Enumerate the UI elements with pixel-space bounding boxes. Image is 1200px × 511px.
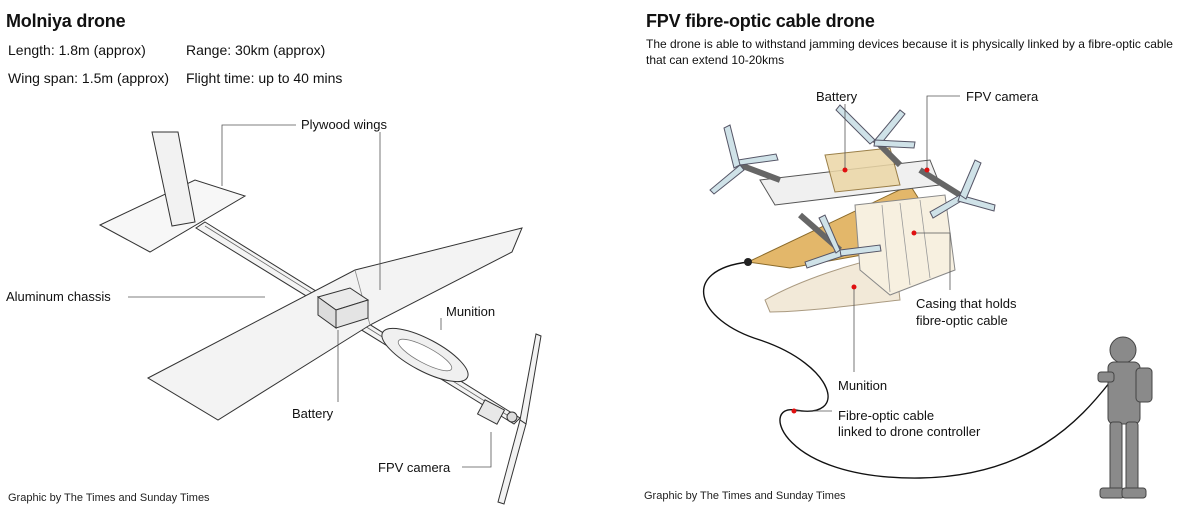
marker-cable xyxy=(791,408,797,414)
label-casing-line2: fibre-optic cable xyxy=(916,313,1008,328)
leader-plywood-wings xyxy=(221,124,296,186)
fpv-credit: Graphic by The Times and Sunday Times xyxy=(644,490,846,502)
tail-fin xyxy=(151,131,196,227)
spec-flight-time: Flight time: up to 40 mins xyxy=(186,70,343,86)
molniya-credit: Graphic by The Times and Sunday Times xyxy=(8,492,210,504)
spec-wingspan: Wing span: 1.5m (approx) xyxy=(8,70,170,86)
marker-battery xyxy=(842,167,848,173)
fpv-camera-lens xyxy=(506,411,518,423)
nose-assembly xyxy=(476,399,506,425)
propeller-blade-top xyxy=(519,333,542,425)
propellers xyxy=(709,104,996,269)
label-plywood-wings: Plywood wings xyxy=(301,117,387,132)
label-fpv-camera: FPV camera xyxy=(378,460,451,475)
label-munition: Munition xyxy=(446,304,496,319)
label-battery: Battery xyxy=(292,406,334,421)
propeller-blade-bottom xyxy=(497,419,527,505)
drone-operator-figure xyxy=(1097,336,1153,499)
fibre-optic-cable xyxy=(703,261,1111,479)
spec-range: Range: 30km (approx) xyxy=(186,42,326,58)
battery-pack xyxy=(824,147,901,193)
fpv-drone-illustration xyxy=(703,95,1153,499)
leader-casing xyxy=(916,232,951,290)
molniya-title: Molniya drone xyxy=(6,11,126,31)
label-munition: Munition xyxy=(838,378,888,393)
molniya-drone-illustration xyxy=(98,124,542,505)
fpv-panel: FPV fibre-optic cable drone The drone is… xyxy=(600,0,1200,511)
marker-munition xyxy=(851,284,857,290)
marker-casing xyxy=(911,230,917,236)
label-cable-line2: linked to drone controller xyxy=(838,424,981,439)
leader-fpv-camera xyxy=(462,432,492,468)
label-aluminum-chassis: Aluminum chassis xyxy=(6,289,111,304)
marker-fpv-camera xyxy=(924,167,930,173)
label-casing-line1: Casing that holds xyxy=(916,296,1017,311)
label-battery: Battery xyxy=(816,89,858,104)
spec-length: Length: 1.8m (approx) xyxy=(8,42,146,58)
fpv-description: The drone is able to withstand jamming d… xyxy=(646,37,1173,67)
molniya-panel: Molniya drone Length: 1.8m (approx) Rang… xyxy=(6,11,542,505)
fpv-title: FPV fibre-optic cable drone xyxy=(646,11,875,31)
label-cable-line1: Fibre-optic cable xyxy=(838,408,935,423)
label-fpv-camera: FPV camera xyxy=(966,89,1039,104)
leader-fpv-camera xyxy=(926,95,960,168)
